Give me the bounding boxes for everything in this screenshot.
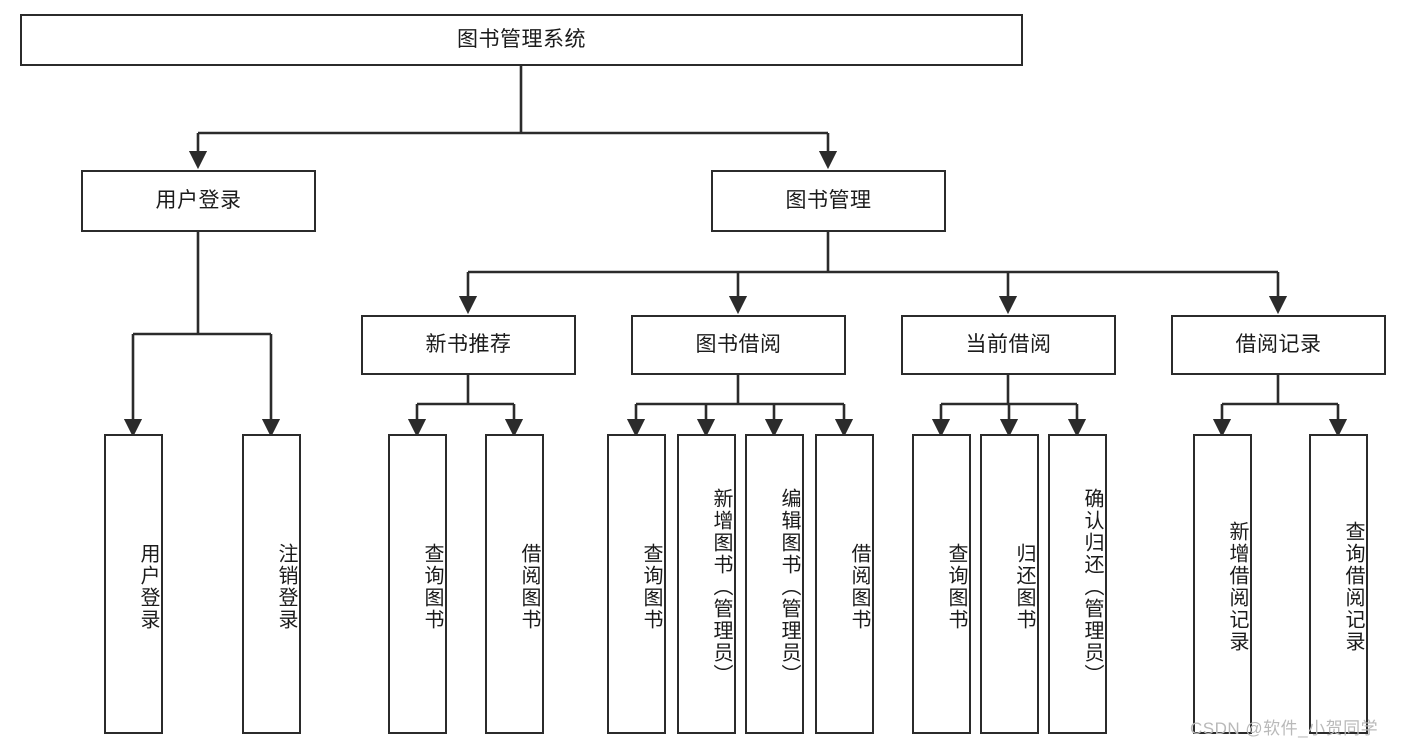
leaf-query-borrow-record[interactable]: 查询借阅记录 (1309, 434, 1368, 734)
node-label: 图书管理 (785, 189, 872, 213)
leaf-query-book-borrow[interactable]: 查询图书 (607, 434, 666, 734)
csdn-watermark: CSDN @软件_小贺同学 (1190, 719, 1379, 738)
node-label: 图书管理系统 (457, 28, 586, 52)
node-label: 图书借阅 (695, 333, 782, 357)
leaf-add-borrow-record[interactable]: 新增借阅记录 (1193, 434, 1252, 734)
node-label: 借阅记录 (1235, 333, 1322, 357)
node-label: 编辑图书（管理员） (778, 488, 800, 686)
node-user-login[interactable]: 用户登录 (81, 170, 316, 232)
leaf-add-book-admin[interactable]: 新增图书（管理员） (677, 434, 736, 734)
leaf-logout[interactable]: 注销登录 (242, 434, 301, 734)
node-book-borrow[interactable]: 图书借阅 (631, 315, 846, 375)
node-label: 用户登录 (155, 189, 242, 213)
node-label: 归还图书 (1013, 543, 1035, 631)
node-label: 用户登录 (137, 543, 159, 631)
node-book-management[interactable]: 图书管理 (711, 170, 946, 232)
leaf-user-login[interactable]: 用户登录 (104, 434, 163, 734)
node-label: 新书推荐 (425, 333, 512, 357)
node-new-book-recommend[interactable]: 新书推荐 (361, 315, 576, 375)
leaf-borrow-book-newbook[interactable]: 借阅图书 (485, 434, 544, 734)
leaf-borrow-book[interactable]: 借阅图书 (815, 434, 874, 734)
node-label: 新增图书（管理员） (710, 488, 732, 686)
node-label: 借阅图书 (848, 543, 870, 631)
node-label: 当前借阅 (965, 333, 1052, 357)
leaf-query-book-current[interactable]: 查询图书 (912, 434, 971, 734)
node-label: 确认归还（管理员） (1081, 488, 1103, 686)
node-label: 查询图书 (421, 543, 443, 631)
node-label: 借阅图书 (518, 543, 540, 631)
leaf-return-book[interactable]: 归还图书 (980, 434, 1039, 734)
node-label: 查询图书 (640, 543, 662, 631)
leaf-confirm-return-admin[interactable]: 确认归还（管理员） (1048, 434, 1107, 734)
node-borrow-record[interactable]: 借阅记录 (1171, 315, 1386, 375)
node-label: 注销登录 (275, 543, 297, 631)
leaf-edit-book-admin[interactable]: 编辑图书（管理员） (745, 434, 804, 734)
node-current-borrow[interactable]: 当前借阅 (901, 315, 1116, 375)
node-label: 新增借阅记录 (1226, 521, 1248, 653)
node-label: 查询图书 (945, 543, 967, 631)
leaf-query-book-newbook[interactable]: 查询图书 (388, 434, 447, 734)
node-label: 查询借阅记录 (1342, 521, 1364, 653)
node-root-system[interactable]: 图书管理系统 (20, 14, 1023, 66)
